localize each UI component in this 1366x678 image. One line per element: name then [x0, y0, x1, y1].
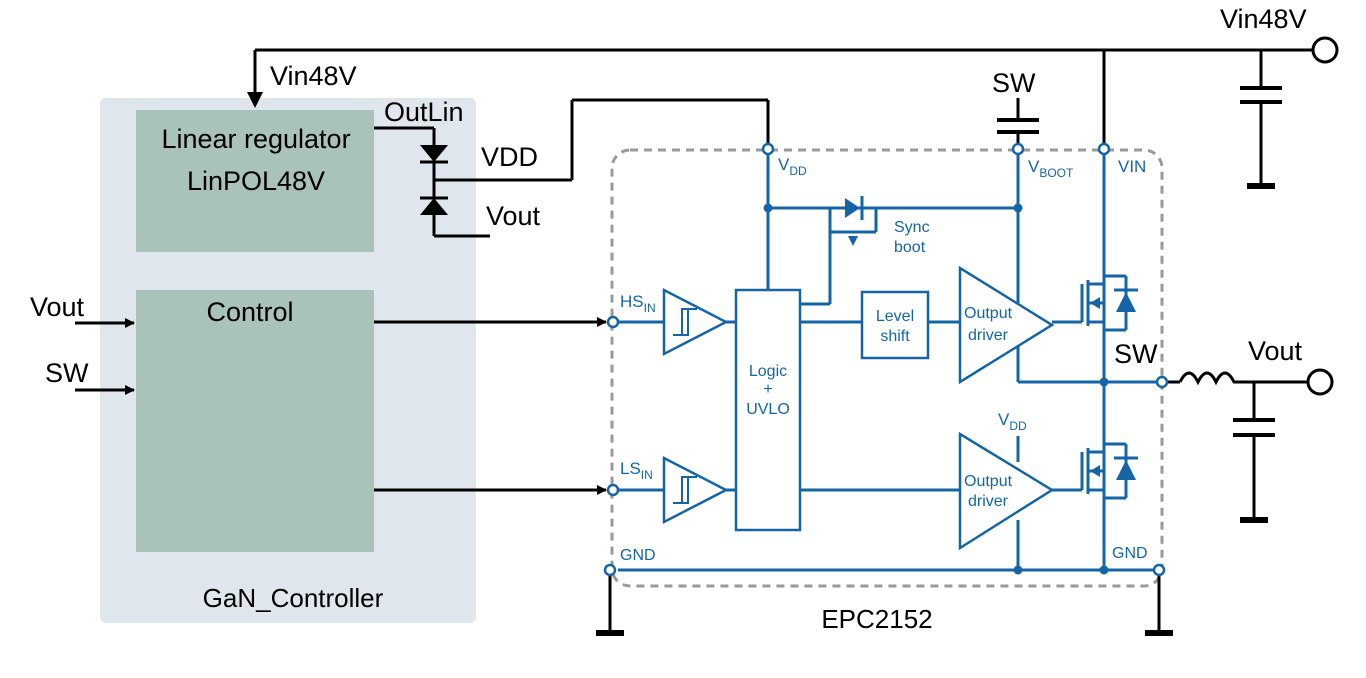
logic-line3: UVLO [746, 401, 790, 418]
vout-terminal [1306, 368, 1334, 396]
ls-fet-arrow [1090, 465, 1100, 477]
pin-hs-in [606, 315, 620, 329]
chip-pins [603, 142, 1169, 577]
diode-outlin [420, 145, 448, 162]
pin-ls-in [606, 483, 620, 497]
vin48-top-label: Vin48V [1220, 4, 1307, 34]
hysteresis-symbols [673, 308, 697, 504]
black-wiring [75, 48, 1313, 633]
output-driver-high [958, 265, 1055, 385]
level-shift-line2: shift [880, 328, 910, 345]
vin-arrow-head [247, 92, 263, 108]
input-sw-label: SW [45, 358, 89, 388]
regulator-model: LinPOL48V [187, 166, 325, 196]
logic-line1: Logic [749, 363, 787, 380]
driver-low-line2: driver [968, 493, 1009, 510]
output-inductor [1178, 371, 1238, 386]
pin-ls-in-label: LSIN [620, 459, 653, 482]
regulator-block [136, 110, 374, 252]
logic-line2: + [763, 381, 772, 398]
pin-vdd-label: VDD [778, 155, 807, 178]
ground-symbols [596, 183, 1275, 636]
hs-fet-arrow [1090, 297, 1100, 309]
pin-gnd-right [1152, 563, 1166, 577]
input-vout-label: Vout [30, 292, 85, 322]
pin-vin [1097, 142, 1111, 156]
vin-terminal [1311, 36, 1339, 64]
vout-node-label: Vout [1248, 336, 1303, 366]
control-block [136, 290, 374, 552]
sync-boot-line1: Sync [894, 219, 930, 236]
pin-gnd-right-label: GND [1112, 545, 1148, 562]
driver-low-line1: Output [964, 473, 1013, 490]
regulator-title: Linear regulator [161, 124, 350, 154]
sync-boot-diode [845, 198, 860, 218]
sync-boot-mosfet-arrow [848, 236, 858, 246]
controller-vin-label: Vin48V [270, 61, 357, 91]
hs-body-diode [1116, 292, 1136, 312]
vdd-label: VDD [481, 142, 538, 172]
pin-hs-in-label: HSIN [620, 292, 656, 315]
ls-body-diode [1116, 460, 1136, 480]
diode-vout-label: Vout [486, 201, 541, 231]
pin-vboot [1011, 142, 1025, 156]
sw-node-label: SW [1114, 339, 1158, 369]
logic-uvlo-block [734, 288, 802, 532]
controller-title: GaN_Controller [203, 583, 384, 613]
driver-high-line2: driver [968, 327, 1009, 344]
capacitor-plates [997, 86, 1282, 437]
level-shift-block [860, 290, 930, 360]
level-shift-line1: Level [876, 308, 914, 325]
sync-boot-line2: boot [894, 239, 926, 256]
pin-gnd-left [603, 563, 617, 577]
ls-comparator [662, 455, 729, 525]
hs-comparator [662, 287, 729, 357]
blue-wiring [618, 154, 1157, 572]
pin-vboot-label: VBOOT [1028, 157, 1074, 180]
driver-low-vdd-label: VDD [998, 410, 1027, 433]
junction-dots [763, 203, 1109, 575]
control-label: Control [206, 297, 293, 327]
driver-high-line1: Output [964, 305, 1013, 322]
pin-gnd-left-label: GND [620, 547, 656, 564]
boot-cap-sw-label: SW [992, 68, 1036, 98]
pin-vin-label: VIN [1118, 157, 1146, 176]
chip-name: EPC2152 [821, 604, 932, 634]
pin-sw [1155, 375, 1169, 389]
pin-vdd [761, 142, 775, 156]
diode-vout [420, 198, 448, 215]
outlin-label: OutLin [384, 97, 464, 127]
chip-boundary [610, 148, 1164, 588]
output-driver-low [958, 431, 1055, 551]
blue-shapes [662, 265, 1055, 551]
